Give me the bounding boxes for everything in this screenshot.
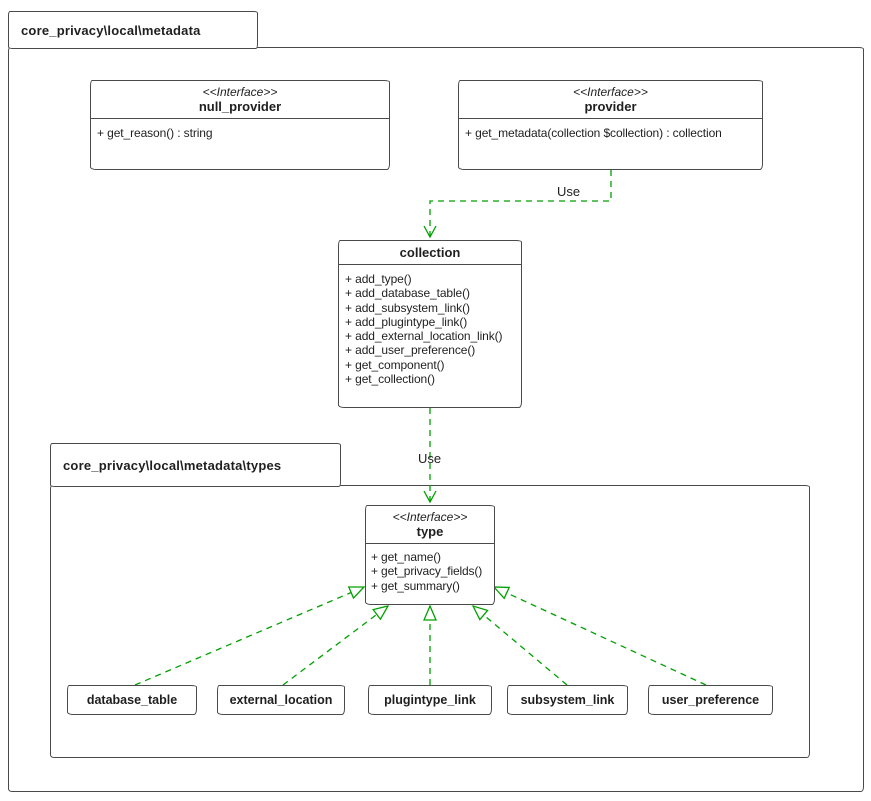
method: + get_name() bbox=[371, 550, 441, 564]
method: + get_metadata(collection $collection) :… bbox=[465, 126, 722, 140]
method: + add_database_table() bbox=[345, 286, 470, 301]
class-name: type bbox=[416, 524, 444, 539]
method: + get_collection() bbox=[345, 372, 435, 387]
method-list: + get_name() + get_privacy_fields() + ge… bbox=[366, 544, 494, 593]
method-list: + add_type() + add_database_table() + ad… bbox=[339, 265, 521, 386]
class-box-provider: <<Interface>> provider + get_metadata(co… bbox=[458, 80, 763, 170]
class-header: <<Interface>> null_provider bbox=[91, 81, 389, 119]
package-title: core_privacy\local\metadata\types bbox=[63, 457, 282, 473]
method: + add_type() bbox=[345, 272, 412, 286]
class-name: provider bbox=[584, 99, 637, 114]
method: + get_privacy_fields() bbox=[371, 564, 483, 579]
class-box-null-provider: <<Interface>> null_provider + get_reason… bbox=[90, 80, 390, 170]
edge-label-use-provider-collection: Use bbox=[557, 184, 581, 199]
class-name: subsystem_link bbox=[520, 693, 615, 707]
class-name: null_provider bbox=[198, 99, 282, 114]
class-name: external_location bbox=[229, 693, 333, 707]
package-tab-core-privacy-local-metadata-types: core_privacy\local\metadata\types bbox=[50, 443, 341, 487]
class-box-plugintype-link: plugintype_link bbox=[368, 685, 492, 715]
package-title: core_privacy\local\metadata bbox=[21, 22, 201, 38]
class-name: collection bbox=[339, 241, 521, 265]
method-list: + get_metadata(collection $collection) :… bbox=[459, 119, 762, 140]
stereotype-label: <<Interface>> bbox=[573, 85, 648, 99]
class-box-subsystem-link: subsystem_link bbox=[507, 685, 628, 715]
class-box-collection: collection + add_type() + add_database_t… bbox=[338, 240, 522, 408]
stereotype-label: <<Interface>> bbox=[202, 85, 278, 99]
method: + get_component() bbox=[345, 357, 445, 372]
method: + get_reason() : string bbox=[97, 126, 213, 140]
class-box-external-location: external_location bbox=[217, 685, 345, 715]
method: + add_subsystem_link() bbox=[345, 300, 470, 315]
method: + add_plugintype_link() bbox=[345, 314, 468, 329]
method: + get_summary() bbox=[371, 578, 460, 593]
package-tab-core-privacy-local-metadata: core_privacy\local\metadata bbox=[8, 11, 258, 49]
class-header: <<Interface>> provider bbox=[459, 81, 762, 119]
class-box-type: <<Interface>> type + get_name() + get_pr… bbox=[365, 505, 495, 605]
stereotype-label: <<Interface>> bbox=[392, 510, 468, 524]
class-name: user_preference bbox=[661, 693, 760, 707]
class-box-database-table: database_table bbox=[67, 685, 197, 715]
edge-label-use-collection-type: Use bbox=[418, 451, 442, 466]
class-name: plugintype_link bbox=[384, 693, 476, 707]
class-name: database_table bbox=[86, 693, 178, 707]
method: + add_external_location_link() bbox=[345, 329, 503, 344]
method-list: + get_reason() : string bbox=[91, 119, 389, 140]
method: + add_user_preference() bbox=[345, 343, 476, 358]
class-box-user-preference: user_preference bbox=[648, 685, 773, 715]
class-header: <<Interface>> type bbox=[366, 506, 494, 544]
